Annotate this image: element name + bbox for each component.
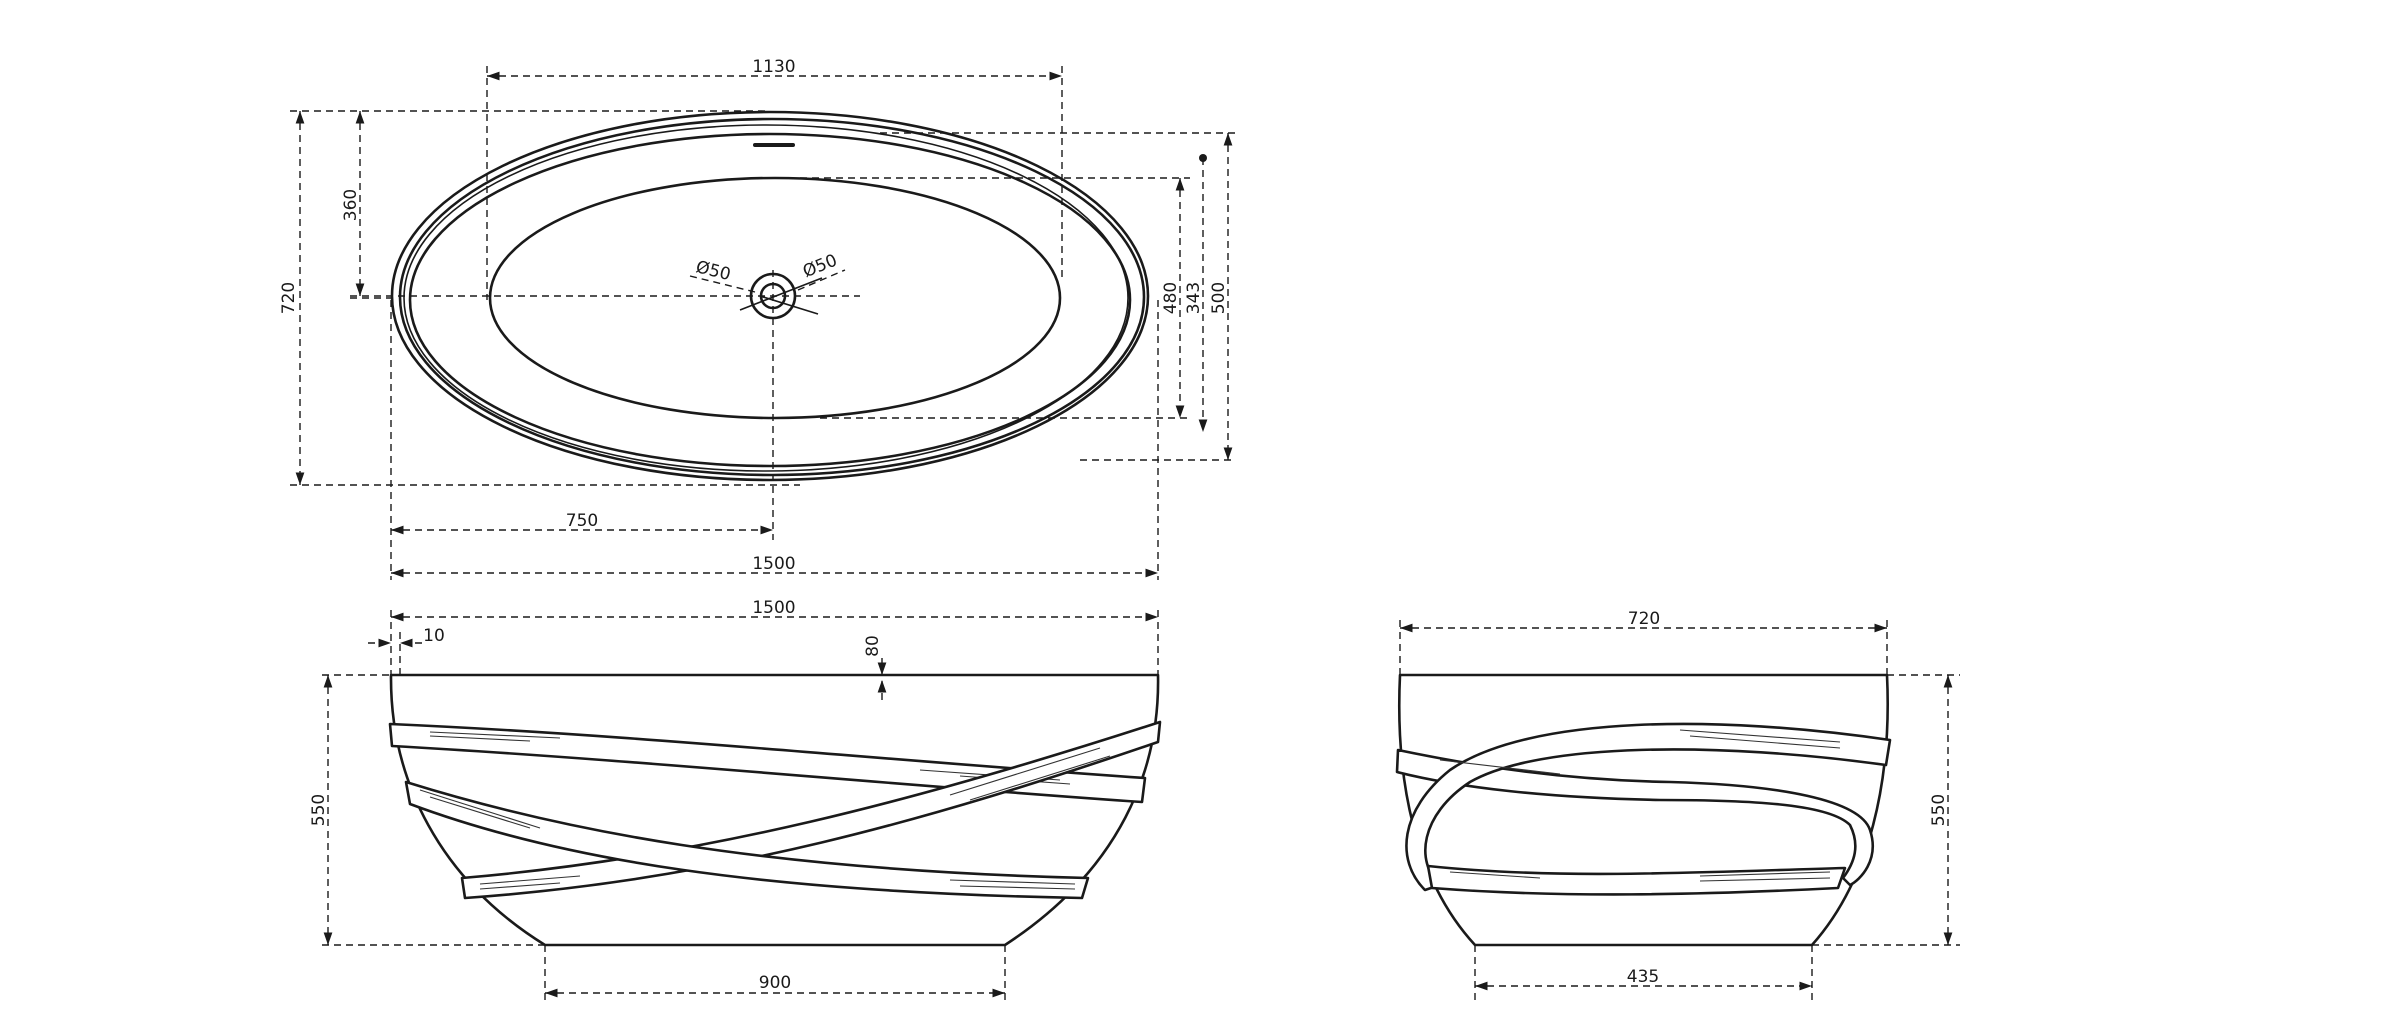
dim-label-343: 343 xyxy=(1184,282,1204,314)
dim-550-front: 550 xyxy=(309,675,333,945)
dim-drain: Ø50 Ø50 xyxy=(689,251,846,315)
dim-80: 80 xyxy=(863,635,887,700)
outer-rim-2 xyxy=(398,117,1146,477)
dim-label-1130: 1130 xyxy=(752,57,795,77)
rim-inner xyxy=(408,132,1132,468)
dim-label-drain-right: Ø50 xyxy=(800,251,840,283)
dim-720-top: 720 xyxy=(279,111,305,485)
dim-label-550-side: 550 xyxy=(1929,794,1949,826)
dim-435: 435 xyxy=(1475,967,1812,991)
dim-label-1500-front: 1500 xyxy=(752,598,795,618)
dim-label-550-front: 550 xyxy=(309,794,329,826)
dim-label-1500-top: 1500 xyxy=(752,554,795,574)
dim-label-10: 10 xyxy=(423,626,445,646)
dim-label-drain-left: Ø50 xyxy=(694,257,733,285)
dim-343: 343 xyxy=(1184,154,1208,432)
side-band-1 xyxy=(1395,748,1874,887)
side-band-3 xyxy=(1426,864,1847,896)
dim-550-side: 550 xyxy=(1929,675,1953,945)
front-band-1 xyxy=(388,722,1147,804)
dim-1500-top: 1500 xyxy=(391,554,1158,578)
basin xyxy=(488,176,1062,420)
front-band-3 xyxy=(404,780,1090,900)
side-view xyxy=(1395,620,1960,1000)
dim-1500-front: 1500 xyxy=(391,598,1158,622)
dim-360: 360 xyxy=(341,111,365,296)
dim-500: 500 xyxy=(1209,133,1233,460)
top-view xyxy=(290,66,1235,580)
dim-label-80: 80 xyxy=(863,635,883,657)
dim-label-720-side: 720 xyxy=(1628,609,1660,629)
dim-label-900: 900 xyxy=(759,973,791,993)
dim-label-500: 500 xyxy=(1209,282,1229,314)
rim-inner-2 xyxy=(403,124,1129,472)
front-view xyxy=(322,610,1162,1005)
dim-900: 900 xyxy=(545,973,1005,998)
dim-label-750: 750 xyxy=(566,511,598,531)
side-band-2 xyxy=(1405,722,1892,892)
dim-750: 750 xyxy=(391,511,773,535)
dim-720-side: 720 xyxy=(1400,609,1887,633)
dim-10: 10 xyxy=(368,626,445,648)
dim-label-720-top: 720 xyxy=(279,282,299,314)
dim-1130: 1130 xyxy=(487,57,1062,81)
dim-label-435: 435 xyxy=(1627,967,1659,987)
dim-label-360: 360 xyxy=(341,189,361,221)
dim-480: 480 xyxy=(1161,178,1185,418)
dim-label-480: 480 xyxy=(1161,282,1181,314)
